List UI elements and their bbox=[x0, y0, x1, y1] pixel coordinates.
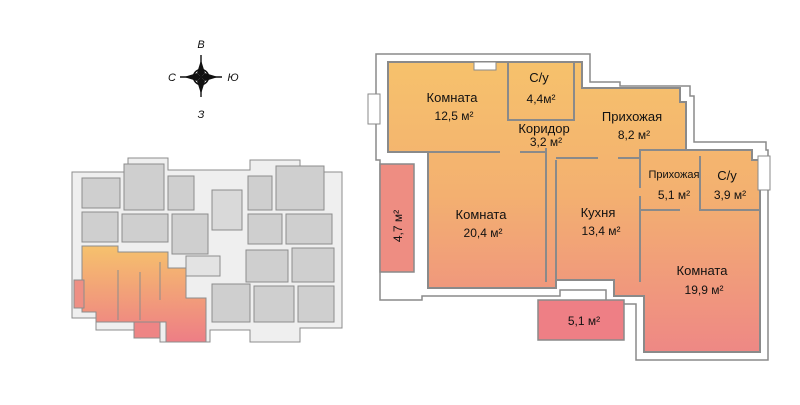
balcony-bottom bbox=[537, 299, 625, 341]
compass-west-label: С bbox=[168, 72, 176, 84]
apartment-floor bbox=[387, 61, 761, 353]
room-room-b: Комната 20,4 м² bbox=[456, 207, 508, 240]
key-plan-apartment bbox=[123, 163, 165, 211]
key-plan-apartment bbox=[81, 177, 121, 209]
room-name: Коридор bbox=[518, 121, 569, 136]
key-plan-apartment bbox=[297, 285, 335, 323]
room-name: Прихожая bbox=[602, 109, 662, 124]
balcony-left bbox=[379, 163, 415, 273]
room-room-c: Комната 19,9 м² bbox=[677, 263, 729, 297]
room-name: Комната bbox=[677, 263, 729, 278]
room-balcony-bottom: 5,1 м² bbox=[568, 314, 600, 328]
room-area: 5,1 м² bbox=[658, 188, 690, 202]
room-area: 19,9 м² bbox=[685, 283, 724, 297]
compass-south-label: З bbox=[198, 109, 205, 121]
compass-east-label: Ю bbox=[227, 72, 238, 84]
key-plan-apartment bbox=[167, 175, 195, 211]
key-plan-elevator bbox=[185, 255, 221, 277]
key-plan-apartment bbox=[121, 213, 169, 243]
room-room-a: Комната 12,5 м² bbox=[427, 90, 479, 123]
interior-walls bbox=[427, 62, 760, 288]
room-area: 4,4м² bbox=[527, 92, 556, 106]
room-area: 8,2 м² bbox=[618, 128, 650, 142]
window-left bbox=[367, 93, 381, 125]
room-name: С/у bbox=[529, 70, 549, 85]
key-plan-apartment bbox=[275, 165, 325, 211]
key-plan-apartment bbox=[245, 249, 289, 283]
key-plan-highlighted-apartment bbox=[81, 245, 207, 343]
key-plan-apartment bbox=[291, 247, 335, 283]
room-area: 3,9 м² bbox=[714, 188, 746, 202]
room-name: Кухня bbox=[581, 205, 616, 220]
room-area: 13,4 м² bbox=[582, 224, 621, 238]
room-bath-b: С/у 3,9 м² bbox=[714, 168, 746, 202]
apartment-outer-wall bbox=[375, 53, 769, 361]
key-plan bbox=[71, 157, 343, 343]
room-bath-a: С/у 4,4м² bbox=[527, 70, 556, 106]
room-balcony-left: 4,7 м² bbox=[391, 210, 405, 242]
key-plan-apartment bbox=[253, 285, 295, 323]
room-name: Прихожая bbox=[649, 169, 700, 181]
key-plan-apartment bbox=[171, 213, 209, 255]
room-name: Комната bbox=[427, 90, 479, 105]
room-area: 3,2 м² bbox=[530, 135, 562, 149]
key-plan-highlighted-balcony bbox=[73, 279, 85, 309]
room-area: 5,1 м² bbox=[568, 314, 600, 328]
room-hall-b: Прихожая 5,1 м² bbox=[649, 169, 700, 202]
room-corridor: Коридор 3,2 м² bbox=[518, 121, 569, 149]
room-area: 12,5 м² bbox=[435, 109, 474, 123]
compass: В З С Ю bbox=[168, 39, 239, 121]
room-kitchen: Кухня 13,4 м² bbox=[581, 205, 621, 238]
room-hall-a: Прихожая 8,2 м² bbox=[602, 109, 662, 142]
room-area: 20,4 м² bbox=[464, 226, 503, 240]
key-plan-highlighted-balcony bbox=[133, 321, 161, 339]
key-plan-apartment bbox=[285, 213, 333, 245]
key-plan-apartment bbox=[247, 213, 283, 245]
key-plan-apartment bbox=[247, 175, 273, 211]
room-area: 4,7 м² bbox=[391, 210, 405, 242]
top-vent bbox=[473, 61, 497, 71]
key-plan-apartment bbox=[211, 283, 251, 323]
room-name: Комната bbox=[456, 207, 508, 222]
compass-rose-icon bbox=[180, 55, 222, 97]
room-name: С/у bbox=[717, 168, 737, 183]
window-right bbox=[757, 155, 771, 191]
key-plan-stairwell bbox=[211, 189, 243, 231]
key-plan-apartment bbox=[81, 211, 119, 243]
apartment-plan: Комната 12,5 м² С/у 4,4м² Коридор 3,2 м²… bbox=[367, 53, 771, 361]
compass-north-label: В bbox=[197, 39, 204, 51]
